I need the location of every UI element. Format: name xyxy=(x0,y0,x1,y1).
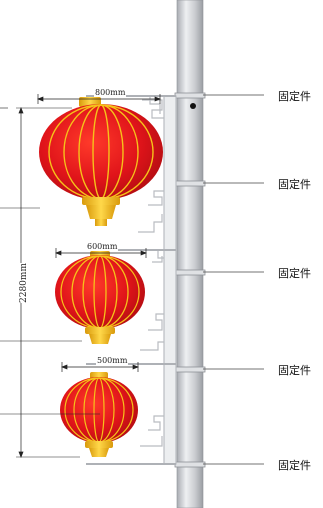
dimension-top-width: 800mm xyxy=(94,88,127,97)
lantern-top xyxy=(39,97,163,226)
dimension-bottom-width: 500mm xyxy=(96,356,129,365)
fixture-bolt xyxy=(190,103,196,109)
fixture-leaders xyxy=(203,94,264,465)
dimension-middle-width: 600mm xyxy=(86,242,119,251)
lantern-middle xyxy=(55,251,145,344)
fixture-label-4: 固定件 xyxy=(278,364,311,377)
fixture-label-1: 固定件 xyxy=(278,90,311,103)
dimension-total-height: 2280mm xyxy=(18,263,29,303)
fixture-label-3: 固定件 xyxy=(278,267,311,280)
fixture-label-2: 固定件 xyxy=(278,178,311,191)
fixture-label-5: 固定件 xyxy=(278,459,311,472)
lantern-bottom xyxy=(60,372,138,457)
pole xyxy=(177,0,203,508)
